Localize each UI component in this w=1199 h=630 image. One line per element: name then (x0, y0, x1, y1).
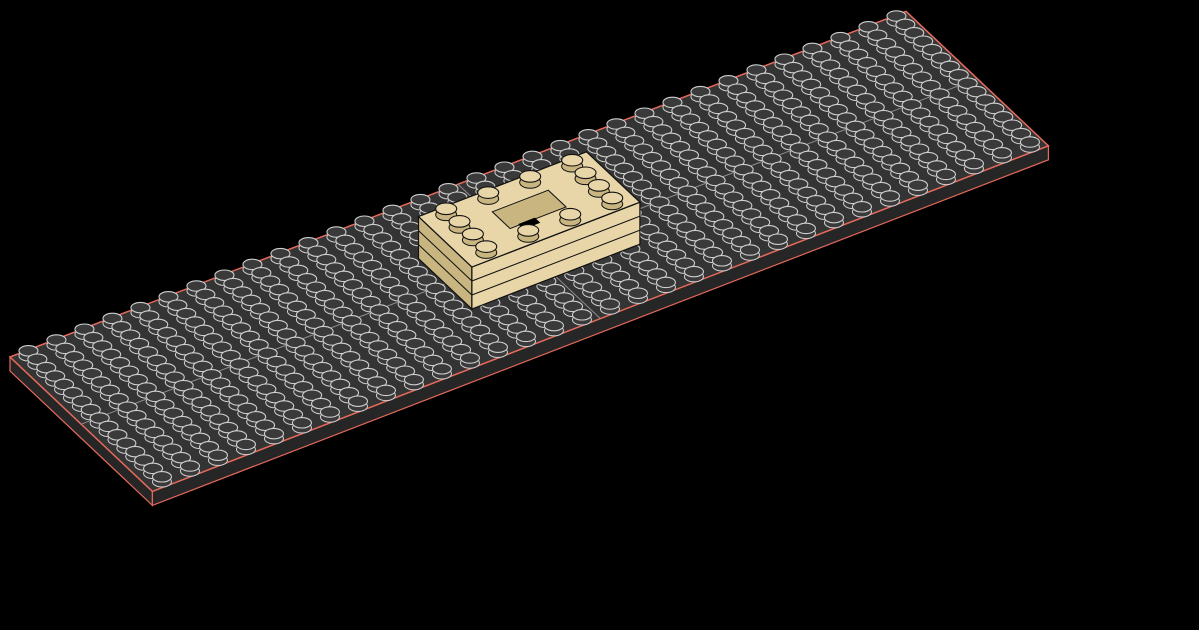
baseplate-stud (600, 299, 619, 314)
stud-top (460, 353, 479, 363)
baseplate-stud (264, 428, 283, 443)
stud-top (320, 407, 339, 417)
baseplate-stud (712, 256, 731, 271)
baseplate-stud (544, 320, 563, 335)
stud-top (908, 180, 927, 190)
stud-top (488, 342, 507, 352)
stud-top (740, 245, 759, 255)
brick-stud (602, 192, 623, 210)
baseplate-stud (824, 212, 843, 227)
baseplate-stud (460, 353, 479, 368)
stud-top (264, 428, 283, 438)
brick-stud-top (436, 203, 457, 215)
stud-top (824, 212, 843, 222)
baseplate-stud (880, 191, 899, 206)
stud-top (992, 148, 1011, 158)
baseplate-stud (348, 396, 367, 411)
baseplate-stud (768, 234, 787, 249)
brick-stud-top (562, 154, 583, 166)
brick-stud-top (520, 171, 541, 183)
stud-top (180, 461, 199, 471)
stud-top (432, 364, 451, 374)
stud-top (712, 256, 731, 266)
stud-top (964, 158, 983, 168)
baseplate-stud (684, 266, 703, 281)
stud-top (404, 374, 423, 384)
stud-top (376, 385, 395, 395)
stud-top (796, 223, 815, 233)
baseplate-stud (572, 310, 591, 325)
stud-top (936, 169, 955, 179)
baseplate-stud (740, 245, 759, 260)
stud-top (152, 472, 171, 482)
stud-top (292, 418, 311, 428)
baseplate-stud (936, 169, 955, 184)
brick-stud (518, 225, 539, 243)
baseplate-stud (488, 342, 507, 357)
baseplate-stud (236, 439, 255, 454)
stud-top (768, 234, 787, 244)
baseplate-stud (432, 364, 451, 379)
stud-top (236, 439, 255, 449)
baseplate-stud (852, 202, 871, 217)
baseplate-stud (152, 472, 171, 487)
brick-stud-top (518, 225, 539, 237)
baseplate-stud (796, 223, 815, 238)
brick-stud-top (588, 180, 609, 192)
stud-top (656, 277, 675, 287)
baseplate-stud (404, 374, 423, 389)
brick-stud (560, 208, 581, 226)
stud-top (628, 288, 647, 298)
brick-stud-top (476, 241, 497, 253)
stud-top (544, 320, 563, 330)
brick-stud-top (560, 208, 581, 220)
brick-stud-top (449, 216, 470, 228)
brick-stud (520, 171, 541, 189)
brick-stud-top (602, 192, 623, 204)
baseplate-stud (320, 407, 339, 422)
stud-top (852, 202, 871, 212)
baseplate-stud (292, 418, 311, 433)
stud-top (684, 266, 703, 276)
stud-top (880, 191, 899, 201)
brick-stud-top (478, 187, 499, 199)
brick-stud (476, 241, 497, 259)
stud-top (348, 396, 367, 406)
brick-stud-top (575, 167, 596, 179)
stud-top (208, 450, 227, 460)
baseplate-stud (516, 331, 535, 346)
stud-top (600, 299, 619, 309)
baseplate-stud (376, 385, 395, 400)
baseplate-stud (992, 148, 1011, 163)
stud-top (516, 331, 535, 341)
stud-top (572, 310, 591, 320)
brick-stud-top (462, 228, 483, 240)
baseplate-stud (628, 288, 647, 303)
baseplate-stud (656, 277, 675, 292)
baseplate-stud (908, 180, 927, 195)
baseplate-stud (964, 158, 983, 173)
baseplate-stud (1020, 137, 1039, 152)
baseplate-stud (208, 450, 227, 465)
brick-stud (478, 187, 499, 205)
stud-top (1020, 137, 1039, 147)
baseplate-stud (180, 461, 199, 476)
